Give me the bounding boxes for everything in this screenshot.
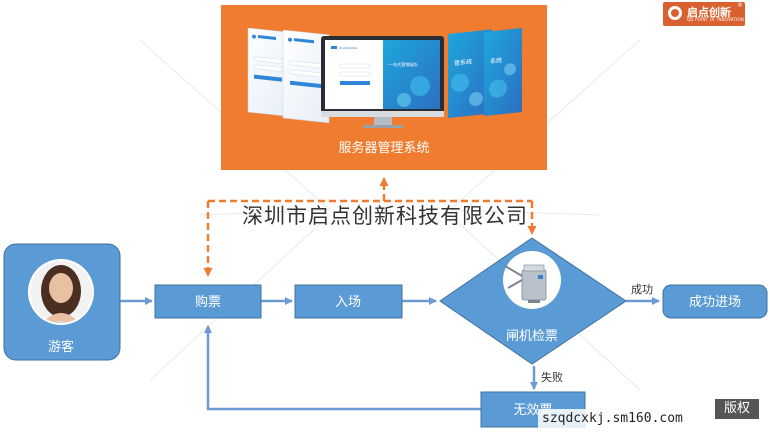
success-entry-node: 成功进场 [662, 284, 768, 319]
panel-text-1: 管系统 [454, 57, 472, 67]
copyright-badge: 版权 [715, 399, 759, 419]
gate-check-node: 闸机检票 [439, 237, 627, 365]
arrow-invalid-back-to-buy [204, 325, 481, 411]
edge-label-failure: 失败 [541, 370, 563, 384]
logo-subtitle: QD POINT OF INNOVATION [687, 17, 744, 22]
gate-check-label: 闸机检票 [506, 329, 558, 344]
login-screen-card-1 [247, 27, 289, 117]
visitor-avatar [30, 261, 92, 323]
blue-screen-panel-2: 系统 [484, 28, 522, 116]
entry-node: 入场 [294, 284, 403, 319]
company-logo: 启点创新 QD POINT OF INNOVATION ® [663, 2, 745, 26]
edge-label-success: 成功 [631, 283, 653, 296]
blue-screen-panel-1: 管系统 [448, 29, 492, 118]
monitor-caption: ·一站式营销服务· [388, 61, 419, 67]
buy-ticket-label: 购票 [195, 294, 221, 310]
entry-label: 入场 [335, 295, 361, 310]
visitor-node: 游客 [3, 243, 121, 361]
monitor-brand: QUANXIANG [339, 46, 358, 50]
dashed-connections [203, 177, 537, 277]
flow-arrows [120, 297, 660, 411]
server-system-box: QUANXIANG ·一站式营销服务· 管系统 系统 服务器管理系统 [221, 5, 547, 170]
panel-text-2: 系统 [490, 56, 502, 65]
monitor-illustration: QUANXIANG ·一站式营销服务· [321, 36, 444, 128]
visitor-label: 游客 [48, 339, 74, 355]
logo-registered: ® [737, 2, 743, 9]
company-watermark: 深圳市启点创新科技有限公司 [242, 204, 528, 228]
success-entry-label: 成功进场 [689, 295, 741, 310]
buy-ticket-node: 购票 [154, 284, 262, 319]
site-watermark: szqdcxkj.sm160.com [538, 409, 687, 429]
logo-name: 启点创新 [687, 6, 731, 19]
turnstile-icon [504, 264, 547, 303]
server-system-label: 服务器管理系统 [338, 140, 429, 156]
logo-q-icon [668, 6, 682, 20]
